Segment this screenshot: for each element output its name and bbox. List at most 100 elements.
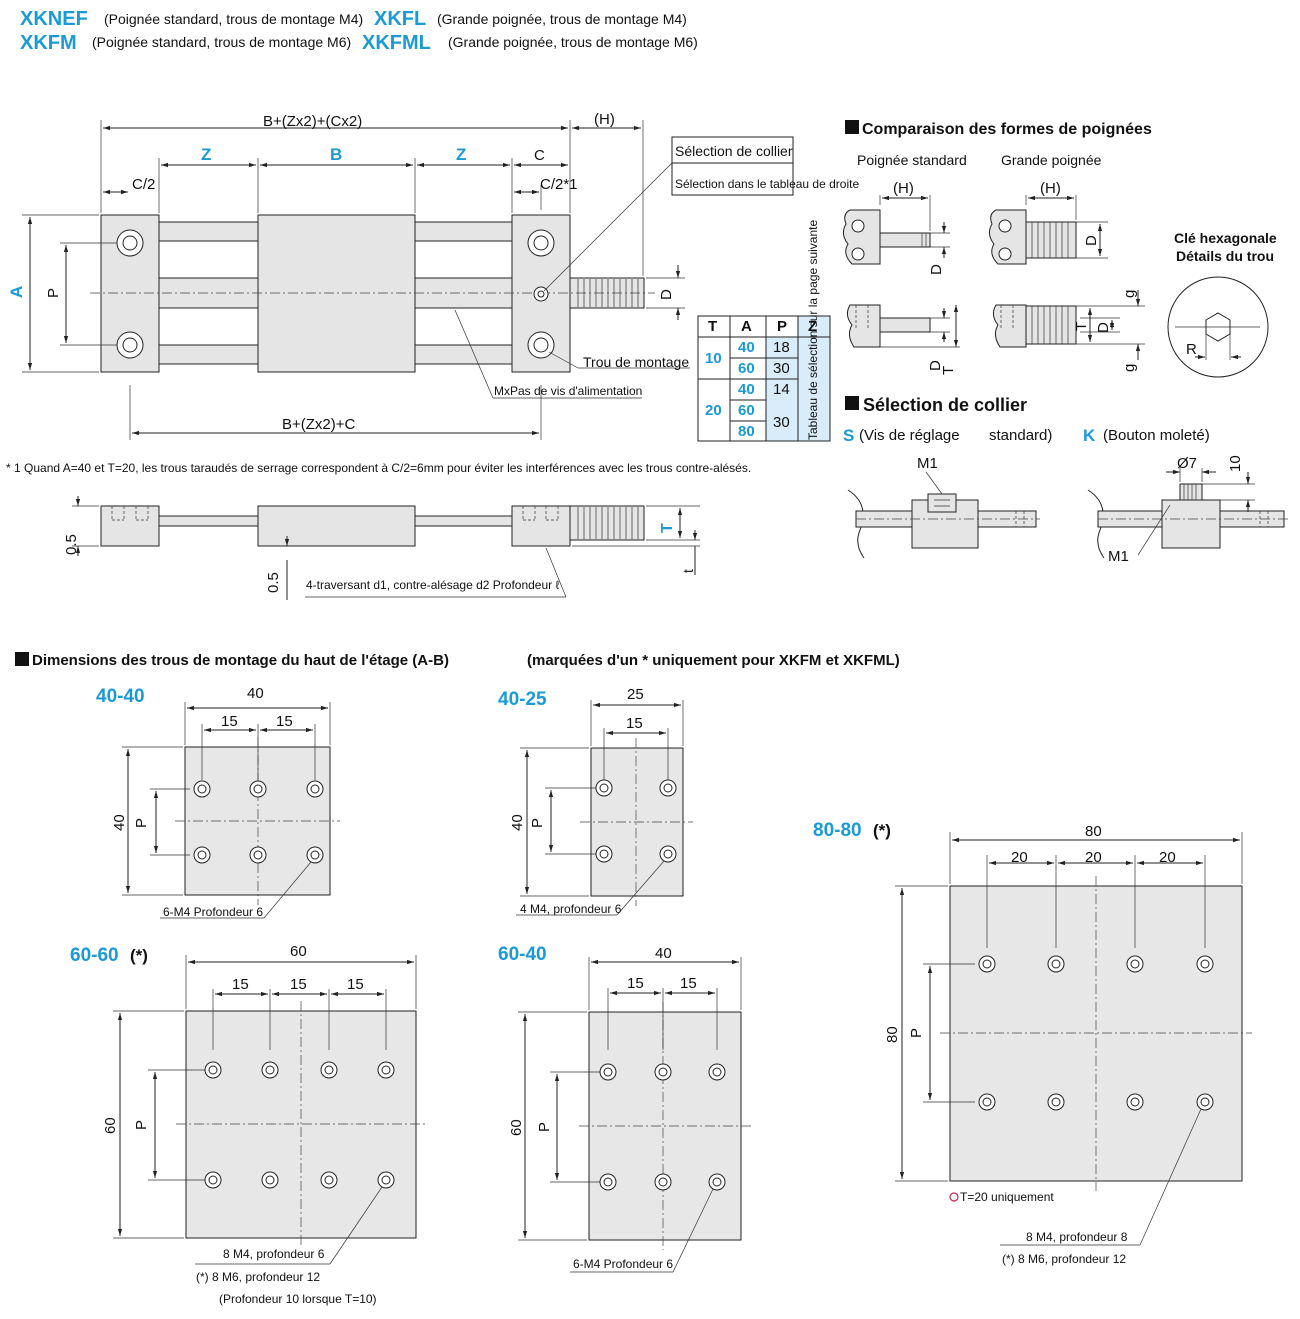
collar-k-code: K [1083,426,1096,445]
plate-60-60-holes [204,1061,395,1189]
desc-xkfml: (Grande poignée, trous de montage M6) [448,34,698,50]
plate-80-80-note-2: (*) 8 M6, profondeur 12 [1002,1252,1126,1266]
plate-60-40-width: 40 [655,945,672,962]
collar-s-m1: M1 [917,455,938,472]
plate-60-60-pitch-3: 15 [347,976,364,993]
dim-c: C [534,147,545,164]
plate-40-25-width: 25 [627,686,644,703]
dim-h: (H) [594,111,615,128]
plate-60-60-note-3: (Profondeur 10 lorsque T=10) [219,1292,377,1306]
dim-05-bottom: 0.5 [265,572,282,593]
plate-40-40-pitch-2: 15 [276,713,293,730]
dim-tt: t [680,569,696,573]
handle-standard-label: Poignée standard [857,152,967,168]
td-a3: 40 [738,381,755,398]
main-top-view: B+(Zx2)+(Cx2) (H) Z B Z C C/2 C/2*1 A P … [7,111,859,440]
collar-s-std: standard) [989,427,1052,444]
plate-40-40-width: 40 [247,685,264,702]
plate-80-80-tnote: T=20 uniquement [960,1190,1054,1204]
plate-40-40-pitch-1: 15 [221,713,238,730]
dim-t: T [659,523,676,533]
dim-a: A [7,286,26,298]
std-h: (H) [893,180,914,197]
dim-total: B+(Zx2)+(Cx2) [263,113,362,130]
plate-40-25-pitch-1: 15 [626,715,643,732]
dim-p: P [45,288,62,298]
collar-k-desc: (Bouton moleté) [1103,427,1210,444]
handle-compare: Comparaison des formes de poignées Poign… [842,120,1277,378]
plate-60-40-label: 60-40 [498,944,547,965]
collar-box [671,136,794,196]
large-side-d: D [1095,322,1112,333]
feed-screw-label: MxPas de vis d'alimentation [494,384,642,398]
th-a: A [741,318,752,335]
dim-bottom: B+(Zx2)+C [282,416,356,433]
plate-60-60: 60-60 (*) 60 15 15 15 60 P 8 M4, profond… [70,943,426,1306]
mount-hole-label: Trou de montage [583,354,689,370]
code-xkfml: XKFML [362,32,431,54]
std-side-d: D [927,360,944,371]
large-g-top: g [1121,290,1138,298]
plate-80-80-pitch-3: 20 [1159,849,1176,866]
plate-60-60-pitch-2: 15 [290,976,307,993]
side-view: 0.5 0.5 T t 4-traversant d1, contre-alés… [63,496,700,600]
td-a5: 80 [738,423,755,440]
code-xkfm: XKFM [20,32,77,54]
collar-box-title: Sélection de collier [675,143,793,159]
stage-block [257,214,416,373]
plate-80-80-note-1: 8 M4, profondeur 8 [1026,1230,1128,1244]
dim-z-right: Z [456,145,466,164]
dim-c2-right: C/2*1 [540,176,578,193]
td-p45: 30 [773,414,790,431]
collar-box-note: Sélection dans le tableau de droite [675,177,859,191]
plate-80-80-height: 80 [884,1026,901,1043]
plate-40-25-p: P [529,818,546,828]
dim-c2-left: C/2 [132,176,155,193]
td-t10: 10 [705,350,722,367]
handle-large-label: Grande poignée [1001,152,1102,168]
td-p1: 18 [773,339,790,356]
td-a2: 60 [738,360,755,377]
plate-60-60-star: (*) [130,946,148,965]
plate-40-40-holes [193,780,324,864]
collar-s-desc: (Vis de réglage [859,427,960,444]
hex-r: R [1186,341,1197,358]
handle-compare-title: Comparaison des formes de poignées [862,121,1152,138]
plate-60-60-pitch-1: 15 [232,976,249,993]
code-xkfl: XKFL [374,8,426,30]
plate-40-25-height: 40 [509,814,526,831]
std-d: D [928,264,945,275]
plate-40-25-label: 40-25 [498,689,547,710]
holes-title-rest: (marquées d'un * uniquement pour XKFM et… [527,652,900,669]
dim-05-left: 0.5 [63,534,80,555]
large-g-bottom: g [1121,364,1138,372]
hex-title-2: Détails du trou [1176,248,1274,264]
desc-xknef: (Poignée standard, trous de montage M4) [104,11,363,27]
td-p2: 30 [773,360,790,377]
plate-80-80-star: (*) [873,821,891,840]
td-a1: 40 [738,339,755,356]
plate-60-60-height: 60 [102,1117,119,1134]
plate-60-60-width: 60 [290,943,307,960]
dim-d: D [658,289,675,300]
plate-40-25-holes [595,779,677,863]
collar-k-m1: M1 [1108,548,1129,565]
plate-60-60-note-1: 8 M4, profondeur 6 [223,1247,325,1261]
large-h: (H) [1040,180,1061,197]
collar-s-code: S [843,426,854,445]
plate-60-60-label: 60-60 [70,945,119,966]
tpz-table: T A P Z 10 20 40 60 40 60 80 18 30 14 30… [697,220,831,442]
collar-title: Sélection de collier [863,395,1027,415]
plate-60-40-note: 6-M4 Profondeur 6 [573,1257,673,1271]
plate-40-40-label: 40-40 [96,686,145,707]
holes-title-bold: Dimensions des trous de montage du haut … [32,652,449,669]
mount-holes [116,229,555,359]
plate-40-25: 40-25 25 15 40 P 4 M4, profondeur 6 [498,686,693,916]
large-d: D [1083,235,1100,246]
collar-select: Sélection de collier S (Vis de réglage s… [843,395,1288,565]
desc-xkfm: (Poignée standard, trous de montage M6) [92,34,351,50]
plate-40-40-note: 6-M4 Profondeur 6 [163,905,263,919]
dim-b: B [330,145,342,164]
t20-marker-icon [949,1192,959,1202]
